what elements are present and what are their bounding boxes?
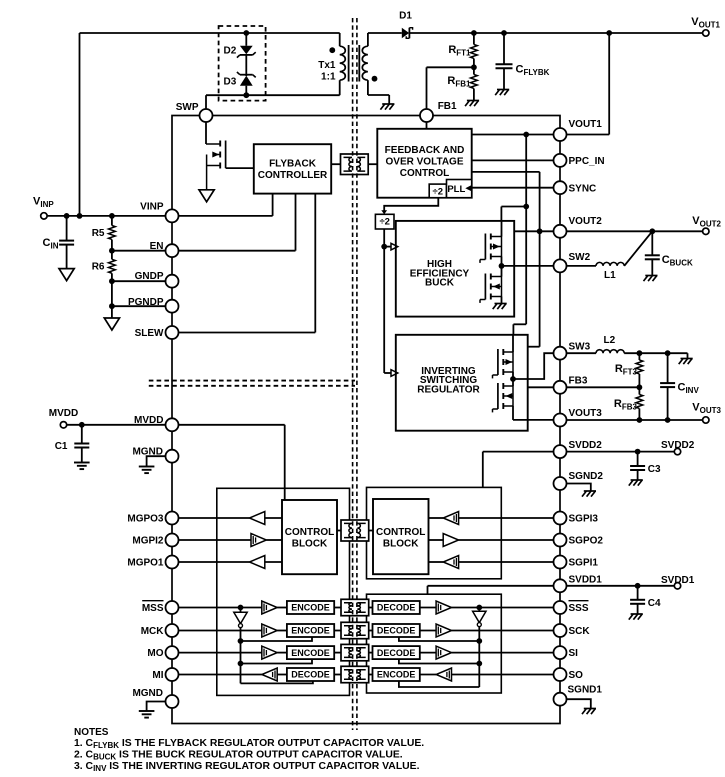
svg-text:D3: D3 xyxy=(224,76,237,87)
svg-text:VOUT3: VOUT3 xyxy=(569,408,603,419)
svg-text:SYNC: SYNC xyxy=(569,183,597,194)
svg-text:3. CINV IS THE INVERTING REGUL: 3. CINV IS THE INVERTING REGULATOR OUTPU… xyxy=(74,761,420,773)
svg-text:SGND2: SGND2 xyxy=(569,471,604,482)
svg-text:GNDP: GNDP xyxy=(135,271,164,282)
svg-text:VOUT2: VOUT2 xyxy=(569,216,603,227)
svg-text:PLL: PLL xyxy=(447,184,465,195)
svg-text:CONTROL: CONTROL xyxy=(285,527,334,538)
svg-text:MI: MI xyxy=(152,670,163,681)
svg-text:SLEW: SLEW xyxy=(135,328,164,339)
svg-text:SCK: SCK xyxy=(569,626,591,637)
svg-text:SSS: SSS xyxy=(569,603,589,614)
svg-text:MCK: MCK xyxy=(141,626,165,637)
svg-text:HIGH: HIGH xyxy=(427,259,452,270)
svg-text:FB1: FB1 xyxy=(438,101,457,112)
svg-text:R5: R5 xyxy=(92,228,105,239)
svg-text:SW3: SW3 xyxy=(569,342,591,353)
svg-text:FB3: FB3 xyxy=(569,376,588,387)
svg-text:CONTROLLER: CONTROLLER xyxy=(258,170,328,181)
svg-text:MGPO1: MGPO1 xyxy=(127,558,164,569)
svg-text:MVDD: MVDD xyxy=(49,408,78,419)
svg-text:MVDD: MVDD xyxy=(134,415,163,426)
svg-text:SGPI3: SGPI3 xyxy=(569,514,599,525)
svg-text:PPC_IN: PPC_IN xyxy=(569,156,605,167)
svg-text:÷2: ÷2 xyxy=(433,186,444,197)
svg-text:MGPI2: MGPI2 xyxy=(132,536,164,547)
svg-text:MO: MO xyxy=(147,648,163,659)
svg-text:L2: L2 xyxy=(604,335,616,346)
svg-text:L1: L1 xyxy=(604,270,616,281)
svg-text:EN: EN xyxy=(150,241,164,252)
svg-text:SWITCHING: SWITCHING xyxy=(420,375,477,386)
svg-text:EFFICIENCY: EFFICIENCY xyxy=(410,268,470,279)
svg-text:ENCODE: ENCODE xyxy=(291,603,330,613)
svg-text:SI: SI xyxy=(569,648,579,659)
svg-text:OVER VOLTAGE: OVER VOLTAGE xyxy=(386,157,464,168)
svg-text:FEEDBACK AND: FEEDBACK AND xyxy=(385,145,465,156)
svg-text:CONTROL: CONTROL xyxy=(376,527,425,538)
svg-text:SO: SO xyxy=(569,670,584,681)
svg-text:2. CBUCK IS THE BUCK REGULATOR: 2. CBUCK IS THE BUCK REGULATOR OUTPUT CA… xyxy=(74,750,403,762)
svg-text:C4: C4 xyxy=(648,598,661,609)
svg-text:SVDD2: SVDD2 xyxy=(569,440,603,451)
svg-text:ENCODE: ENCODE xyxy=(291,626,330,636)
svg-text:SGPO2: SGPO2 xyxy=(569,536,604,547)
svg-text:BLOCK: BLOCK xyxy=(383,539,419,550)
svg-text:FLYBACK: FLYBACK xyxy=(269,159,317,170)
svg-text:DECODE: DECODE xyxy=(377,603,416,613)
svg-text:VINP: VINP xyxy=(140,202,164,213)
svg-text:D2: D2 xyxy=(224,45,237,56)
svg-text:BLOCK: BLOCK xyxy=(292,539,328,550)
svg-text:MGND: MGND xyxy=(132,446,163,457)
svg-text:MGPO3: MGPO3 xyxy=(127,514,164,525)
svg-text:SVDD1: SVDD1 xyxy=(661,575,695,586)
svg-text:CONTROL: CONTROL xyxy=(400,168,449,179)
svg-text:SGND1: SGND1 xyxy=(568,685,603,696)
svg-text:SGPI1: SGPI1 xyxy=(569,558,599,569)
svg-text:1. CFLYBK IS THE FLYBACK REGUL: 1. CFLYBK IS THE FLYBACK REGULATOR OUTPU… xyxy=(74,738,424,750)
svg-text:BUCK: BUCK xyxy=(425,277,455,288)
svg-text:÷2: ÷2 xyxy=(379,217,390,228)
svg-text:REGULATOR: REGULATOR xyxy=(417,384,480,395)
svg-text:DECODE: DECODE xyxy=(291,670,330,680)
svg-text:ENCODE: ENCODE xyxy=(377,670,416,680)
svg-text:Tx1: Tx1 xyxy=(318,60,336,71)
svg-text:SVDD2: SVDD2 xyxy=(661,440,695,451)
svg-text:DECODE: DECODE xyxy=(377,626,416,636)
svg-text:SWP: SWP xyxy=(176,102,199,113)
svg-text:C3: C3 xyxy=(648,464,661,475)
svg-text:SVDD1: SVDD1 xyxy=(569,575,603,586)
svg-text:ENCODE: ENCODE xyxy=(291,648,330,658)
svg-text:MSS: MSS xyxy=(142,603,164,614)
svg-text:C1: C1 xyxy=(55,441,68,452)
svg-text:PGNDP: PGNDP xyxy=(128,297,164,308)
svg-text:DECODE: DECODE xyxy=(377,648,416,658)
svg-text:NOTES: NOTES xyxy=(74,727,109,738)
svg-text:INVERTING: INVERTING xyxy=(421,366,476,377)
svg-text:MGND: MGND xyxy=(132,688,163,699)
svg-text:1:1: 1:1 xyxy=(321,72,336,83)
svg-text:VOUT1: VOUT1 xyxy=(569,119,603,130)
svg-text:D1: D1 xyxy=(399,11,412,22)
svg-text:SW2: SW2 xyxy=(569,252,591,263)
svg-text:R6: R6 xyxy=(92,262,105,273)
